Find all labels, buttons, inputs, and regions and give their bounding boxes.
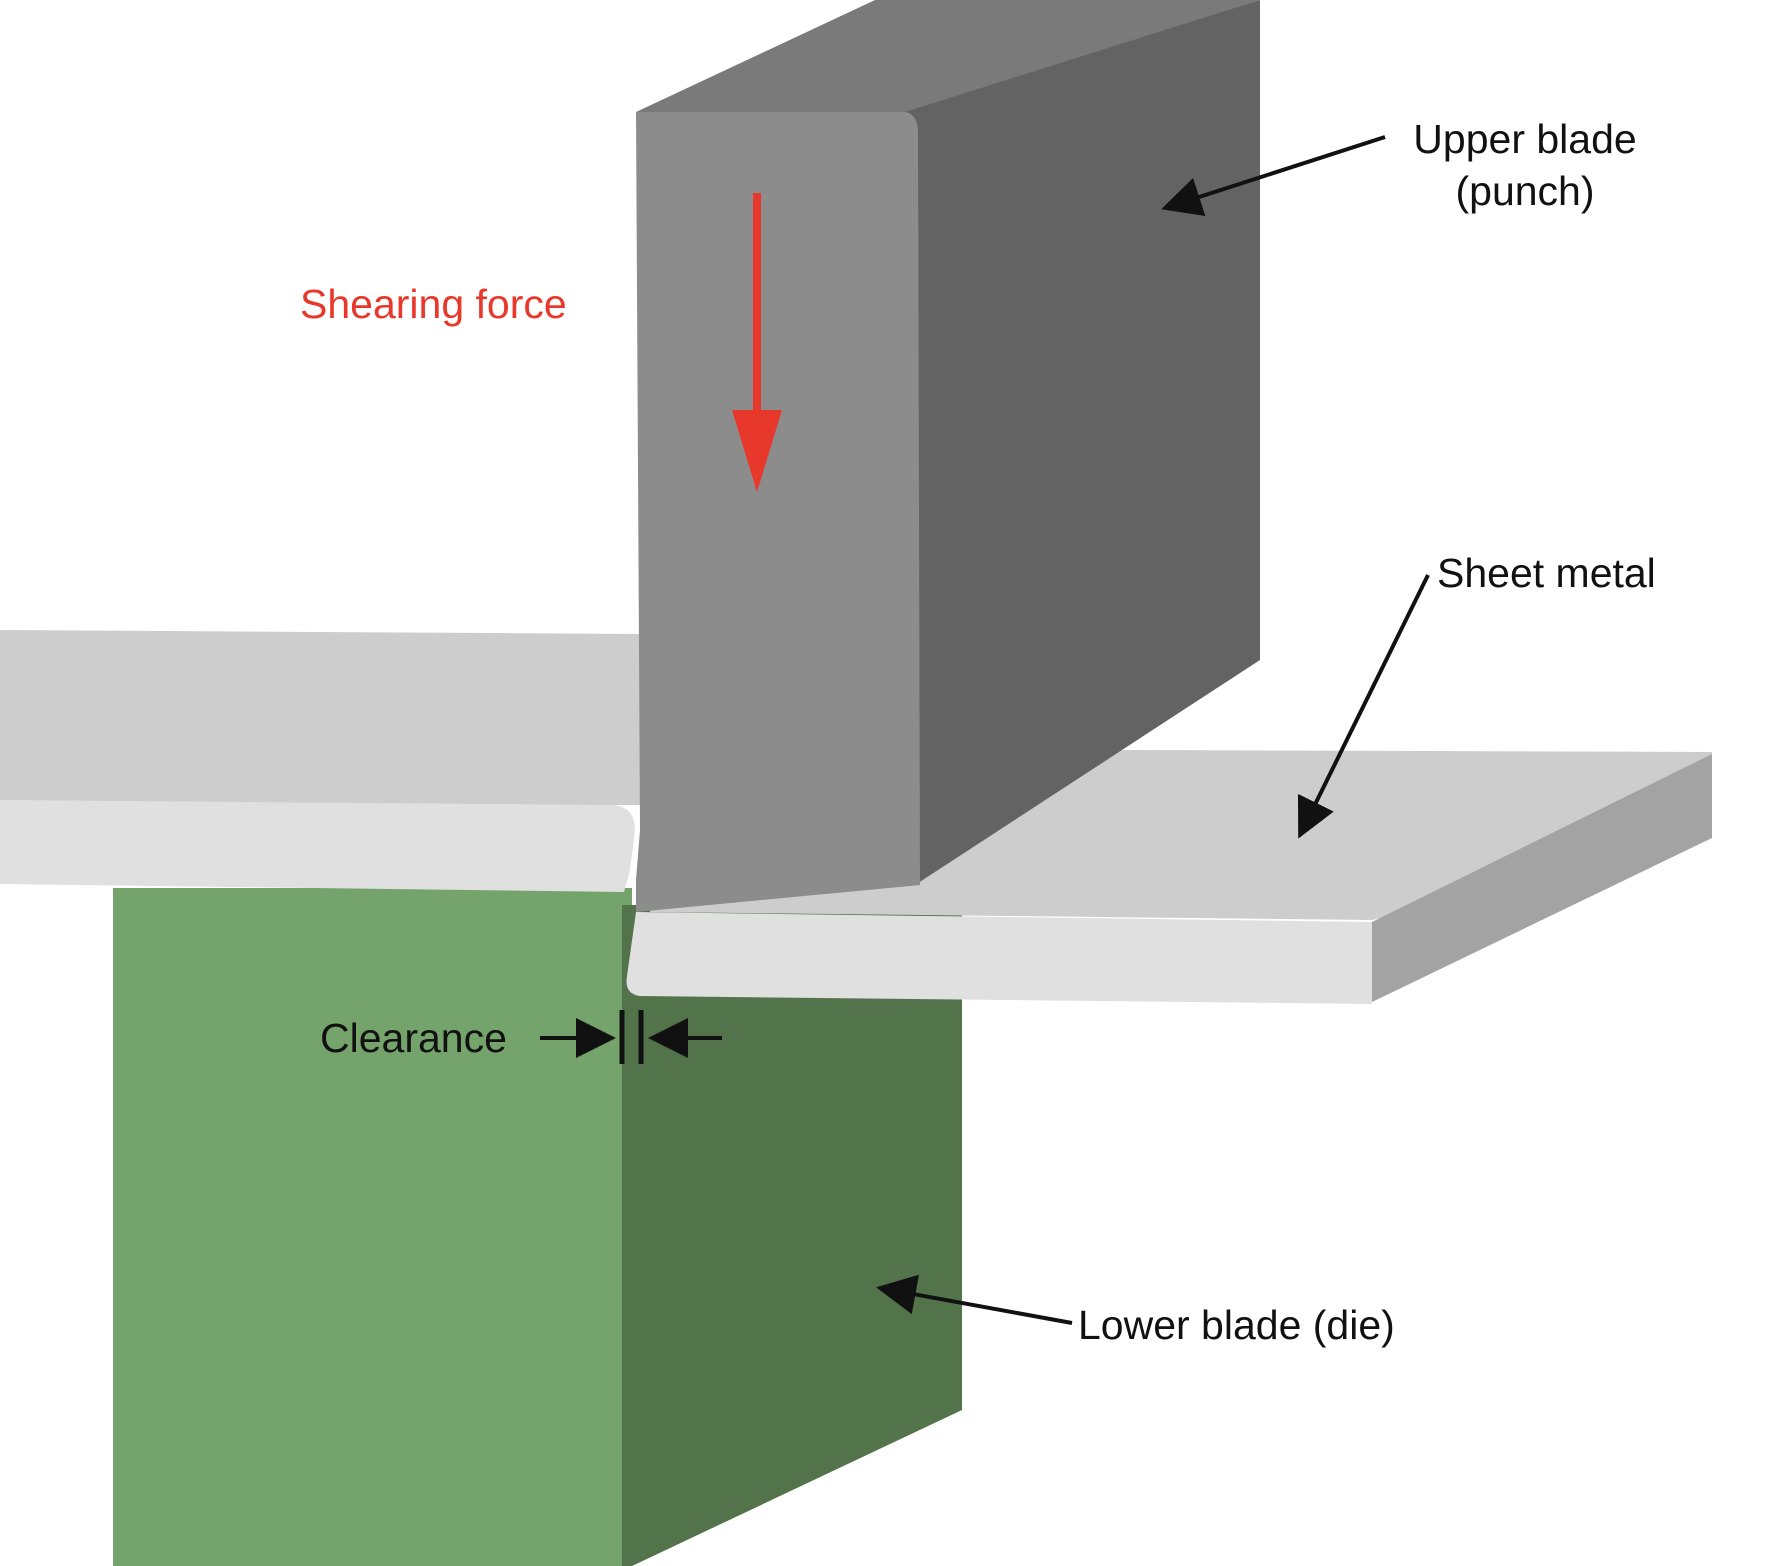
upper-blade-side-face (905, 0, 1260, 885)
lower-blade-leader (876, 1274, 1073, 1325)
force-arrow-head (732, 410, 782, 492)
sheet-right-side-face (1372, 754, 1712, 1002)
lower-blade-side-face (622, 905, 962, 1566)
sheet-metal-left (0, 630, 640, 892)
upper-blade-label-line1: Upper blade (1413, 116, 1636, 162)
shearing-force-label: Shearing force (300, 281, 567, 327)
upper-blade-leader (1161, 135, 1386, 216)
upper-blade-label-line2: (punch) (1455, 168, 1594, 214)
sheet-left-top-surface (0, 630, 640, 805)
sheet-metal-leader (1297, 574, 1430, 839)
lower-blade-label: Lower blade (die) (1078, 1302, 1395, 1348)
clearance-label: Clearance (320, 1015, 507, 1061)
lower-blade-front-face (113, 888, 632, 1566)
upper-blade (636, 0, 1260, 912)
upper-blade-top-face (636, 0, 1260, 112)
clearance-indicator (540, 1010, 722, 1064)
sheet-left-edge (0, 800, 635, 892)
upper-blade-front-face (636, 112, 920, 912)
shearing-force-arrow (732, 193, 782, 492)
lower-blade (113, 888, 962, 1566)
sheet-right-edge (626, 912, 1372, 1004)
sheet-metal-label: Sheet metal (1437, 550, 1656, 596)
